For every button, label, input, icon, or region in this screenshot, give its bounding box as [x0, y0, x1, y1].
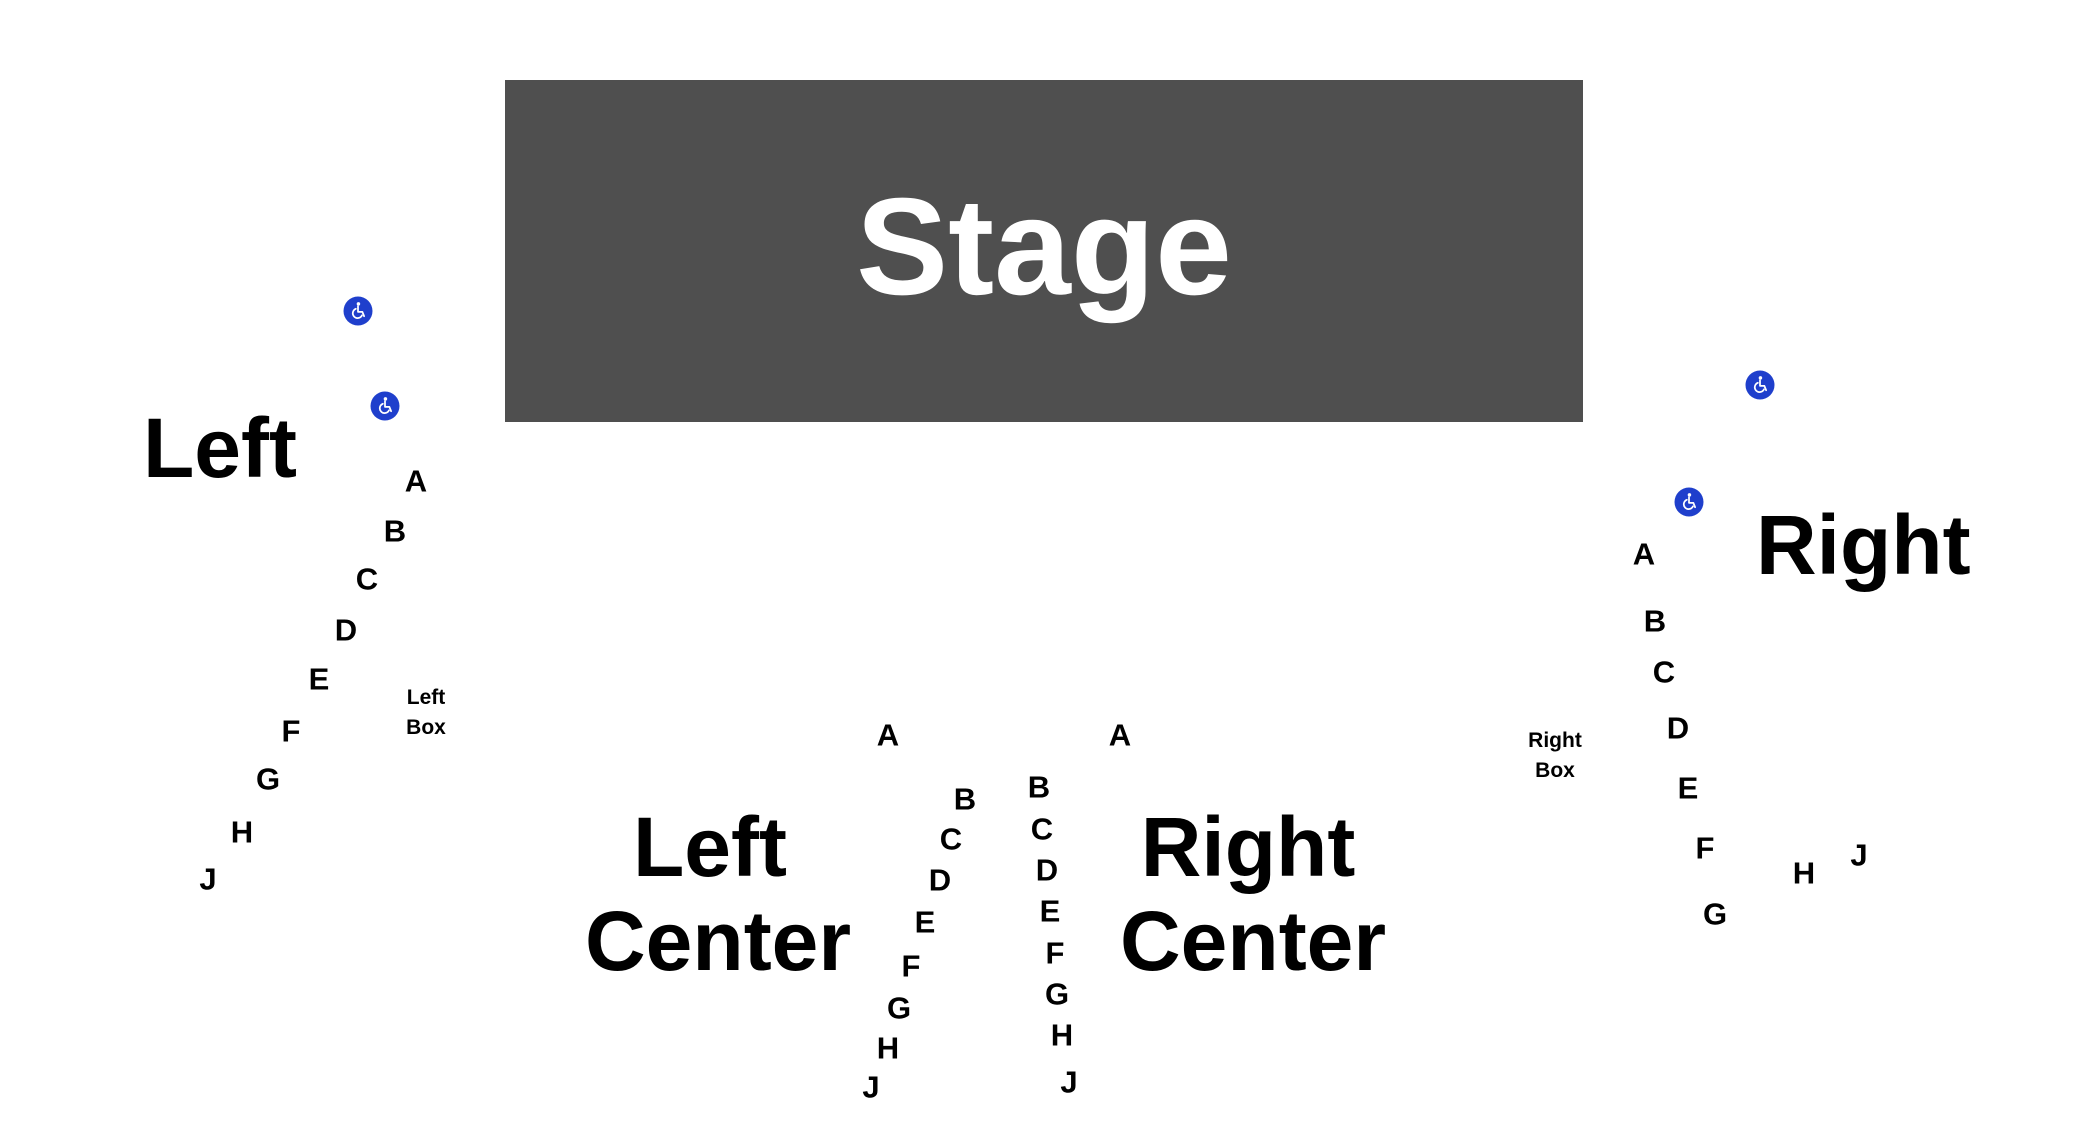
wheelchair-accessible-icon[interactable] [1745, 370, 1775, 400]
row-right-center-h[interactable]: H [1050, 1017, 1074, 1053]
row-left-center-c[interactable]: C [939, 821, 963, 857]
wheelchair-glyph-icon [351, 302, 365, 319]
section-right-label: Right [1756, 498, 1971, 592]
section-left-label: Left [143, 401, 297, 495]
row-right-center-a[interactable]: A [1108, 717, 1132, 753]
section-left-center[interactable]: Left Center [585, 800, 852, 988]
row-left-f[interactable]: F [281, 713, 301, 749]
left-box-line1: Left [406, 686, 446, 709]
row-left-center-e[interactable]: E [914, 904, 936, 940]
section-left-center-line1: Left [633, 800, 787, 894]
left-box[interactable]: Left Box [406, 683, 446, 743]
row-left-c[interactable]: C [355, 561, 379, 597]
row-right-e[interactable]: E [1677, 770, 1699, 806]
row-left-center-a[interactable]: A [876, 717, 900, 753]
right-box[interactable]: Right Box [1528, 726, 1582, 786]
section-right[interactable]: Right [1756, 498, 1971, 592]
left-box-line2: Box [406, 716, 446, 739]
row-left-center-d[interactable]: D [928, 862, 952, 898]
row-right-center-f[interactable]: F [1045, 935, 1065, 971]
row-left-e[interactable]: E [308, 661, 330, 697]
wheelchair-glyph-icon [378, 397, 392, 414]
section-left-center-line2: Center [585, 894, 852, 988]
wheelchair-glyph-icon [1753, 376, 1767, 393]
row-left-b[interactable]: B [383, 513, 407, 549]
row-right-f[interactable]: F [1695, 830, 1715, 866]
row-left-h[interactable]: H [230, 814, 254, 850]
row-right-c[interactable]: C [1652, 654, 1676, 690]
row-right-d[interactable]: D [1666, 710, 1690, 746]
row-right-center-e[interactable]: E [1039, 893, 1061, 929]
wheelchair-glyph-icon [1682, 493, 1696, 510]
right-box-line1: Right [1528, 729, 1582, 752]
row-left-center-h[interactable]: H [876, 1030, 900, 1066]
row-left-j[interactable]: J [199, 861, 217, 897]
row-right-center-b[interactable]: B [1027, 769, 1051, 805]
row-right-a[interactable]: A [1632, 536, 1656, 572]
row-right-h[interactable]: H [1792, 855, 1816, 891]
row-right-center-c[interactable]: C [1030, 811, 1054, 847]
row-left-g[interactable]: G [255, 761, 281, 797]
wheelchair-accessible-icon[interactable] [343, 296, 373, 326]
row-left-center-f[interactable]: F [901, 948, 921, 984]
section-left[interactable]: Left [143, 401, 297, 495]
row-left-a[interactable]: A [404, 463, 428, 499]
wheelchair-accessible-icon[interactable] [370, 391, 400, 421]
row-right-center-j[interactable]: J [1060, 1064, 1078, 1100]
section-right-center-line1: Right [1140, 800, 1356, 894]
row-right-g[interactable]: G [1702, 896, 1728, 932]
stage[interactable]: Stage [505, 80, 1583, 422]
right-box-line2: Box [1535, 759, 1575, 782]
section-right-center-line2: Center [1120, 894, 1387, 988]
wheelchair-accessible-icon[interactable] [1674, 487, 1704, 517]
row-left-center-j[interactable]: J [862, 1069, 880, 1105]
stage-label: Stage [856, 170, 1232, 324]
row-right-j[interactable]: J [1850, 837, 1868, 873]
row-right-center-d[interactable]: D [1035, 852, 1059, 888]
row-left-center-g[interactable]: G [886, 990, 912, 1026]
row-right-center-g[interactable]: G [1044, 976, 1070, 1012]
row-left-center-b[interactable]: B [953, 781, 977, 817]
section-right-center[interactable]: Right Center [1120, 800, 1387, 988]
row-left-d[interactable]: D [334, 612, 358, 648]
row-right-b[interactable]: B [1643, 603, 1667, 639]
